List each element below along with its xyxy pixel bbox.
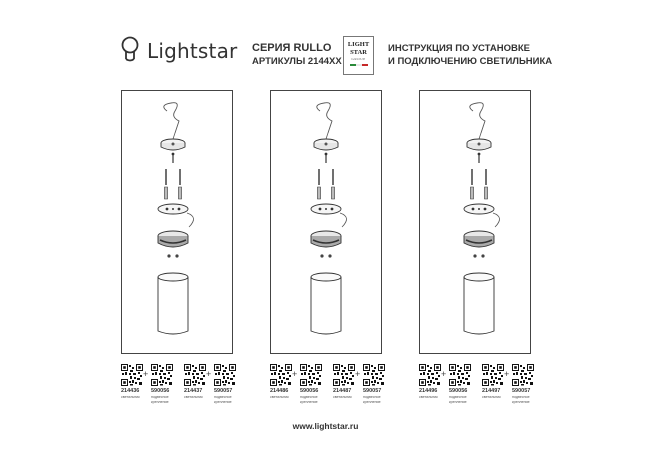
article-desc: подвесное крепление: [214, 395, 232, 404]
qr-item: 590056 подвесное крепление: [300, 364, 326, 404]
group-logo-line1: LIGHT: [347, 41, 370, 48]
group-logo-sub: GROUP: [351, 57, 366, 61]
qr-item: 214496 светильник: [419, 364, 445, 400]
article-code: 590056: [300, 388, 319, 394]
series-articles: АРТИКУЛЫ 2144ХХ: [252, 56, 342, 67]
article-desc: подвесное крепление: [363, 395, 381, 404]
article-desc: подвесное крепление: [512, 395, 530, 404]
lightstar-group-logo: LIGHT STAR GROUP: [343, 36, 374, 75]
article-code: 214497: [482, 388, 501, 394]
qr-code-icon: [449, 364, 471, 386]
series-block: СЕРИЯ RULLO АРТИКУЛЫ 2144ХХ: [252, 41, 342, 68]
article-desc: светильник: [419, 395, 438, 399]
article-desc: светильник: [121, 395, 140, 399]
qr-code-icon: [419, 364, 441, 386]
group-logo-flag: [349, 64, 368, 66]
assembly-panel-3: [419, 90, 531, 354]
series-title: СЕРИЯ RULLO: [252, 42, 332, 54]
plus-sign: +: [143, 369, 149, 379]
article-desc: светильник: [184, 395, 203, 399]
qr-code-icon: [512, 364, 534, 386]
qr-item: 214487 светильник: [333, 364, 359, 400]
qr-code-icon: [363, 364, 385, 386]
qr-group-1: 214436 светильник + 590056 подвесное кре…: [121, 364, 241, 412]
qr-item: 214486 светильник: [270, 364, 296, 400]
article-desc: подвесное крепление: [449, 395, 467, 404]
plus-sign: +: [355, 369, 361, 379]
qr-code-icon: [333, 364, 355, 386]
article-code: 590056: [151, 388, 170, 394]
qr-item: 590056 подвесное крепление: [449, 364, 475, 404]
group-logo-line2: STAR: [350, 49, 367, 56]
article-code: 590057: [363, 388, 382, 394]
qr-item: 590057 подвесное крепление: [214, 364, 240, 404]
qr-group-3: 214496 светильник + 590056 подвесное кре…: [419, 364, 539, 412]
assembly-panel-1: [121, 90, 233, 354]
qr-code-icon: [482, 364, 504, 386]
article-code: 214436: [121, 388, 140, 394]
article-code: 590056: [449, 388, 468, 394]
lightbulb-icon: [121, 36, 139, 62]
header: Lightstar СЕРИЯ RULLO АРТИКУЛЫ 2144ХХ LI…: [0, 0, 651, 86]
qr-code-icon: [151, 364, 173, 386]
article-desc: светильник: [270, 395, 289, 399]
qr-item: 214497 светильник: [482, 364, 508, 400]
qr-item: 590057 подвесное крепление: [512, 364, 538, 404]
qr-code-icon: [300, 364, 322, 386]
qr-item: 590057 подвесное крепление: [363, 364, 389, 404]
qr-code-icon: [270, 364, 292, 386]
assembly-diagram-icon: [157, 101, 195, 335]
assembly-diagram-icon: [463, 101, 501, 335]
article-desc: светильник: [333, 395, 352, 399]
plus-sign: +: [206, 369, 212, 379]
instruction-line-2: И ПОДКЛЮЧЕНИЮ СВЕТИЛЬНИКА: [388, 56, 553, 67]
article-code: 214496: [419, 388, 438, 394]
assembly-panel-2: [270, 90, 382, 354]
qr-code-icon: [184, 364, 206, 386]
article-code: 214437: [184, 388, 203, 394]
article-code: 214486: [270, 388, 289, 394]
plus-sign: +: [441, 369, 447, 379]
instruction-title: ИНСТРУКЦИЯ ПО УСТАНОВКЕ И ПОДКЛЮЧЕНИЮ СВ…: [388, 42, 552, 68]
qr-item: 214436 светильник: [121, 364, 147, 400]
article-desc: подвесное крепление: [151, 395, 169, 404]
assembly-diagram-icon: [310, 101, 348, 335]
qr-item: 214437 светильник: [184, 364, 210, 400]
brand-name: Lightstar: [147, 39, 238, 63]
qr-code-icon: [121, 364, 143, 386]
article-desc: подвесное крепление: [300, 395, 318, 404]
instruction-line-1: ИНСТРУКЦИЯ ПО УСТАНОВКЕ: [388, 43, 530, 54]
lightstar-logo: Lightstar: [120, 34, 237, 68]
plus-sign: +: [504, 369, 510, 379]
article-desc: светильник: [482, 395, 501, 399]
qr-group-2: 214486 светильник + 590056 подвесное кре…: [270, 364, 390, 412]
plus-sign: +: [292, 369, 298, 379]
qr-item: 590056 подвесное крепление: [151, 364, 177, 404]
article-code: 214487: [333, 388, 352, 394]
qr-code-icon: [214, 364, 236, 386]
website-link[interactable]: www.lightstar.ru: [292, 421, 359, 431]
article-code: 590057: [512, 388, 531, 394]
article-code: 590057: [214, 388, 233, 394]
